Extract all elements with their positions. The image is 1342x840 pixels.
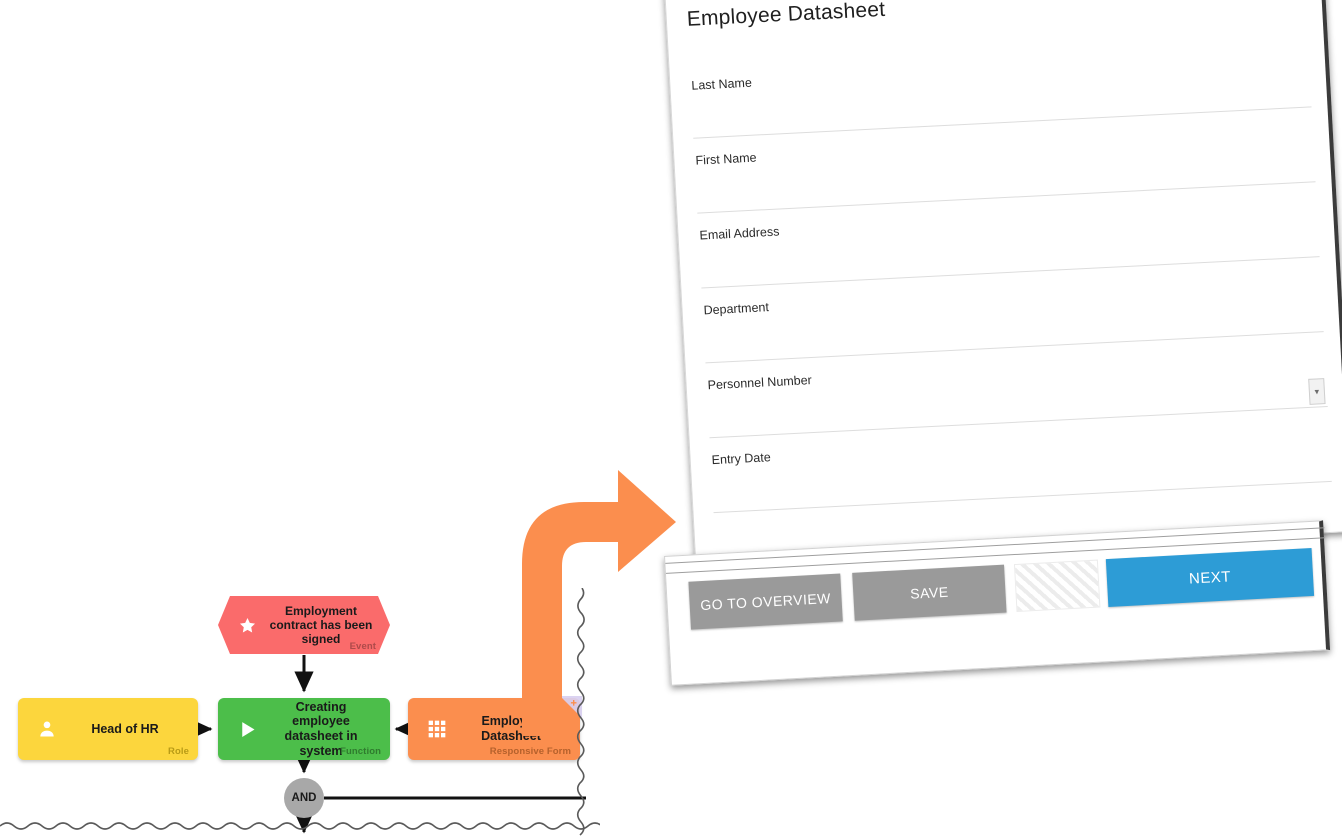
go-to-overview-label: GO TO OVERVIEW [699, 590, 832, 614]
chevron-down-icon[interactable]: ▾ [1308, 378, 1326, 405]
grid-icon [422, 714, 452, 744]
epc-node-form-type: Responsive Form [489, 746, 571, 757]
field-value[interactable] [692, 102, 693, 118]
form-title: Employee Datasheet [686, 0, 886, 31]
epc-node-role[interactable]: Head of HR Role [18, 698, 198, 760]
epc-node-role-type: Role [168, 746, 189, 757]
disabled-placeholder-button [1013, 559, 1101, 613]
next-button[interactable]: NEXT [1105, 547, 1315, 608]
orange-transition-arrow [522, 470, 676, 736]
epc-node-role-title: Head of HR [91, 721, 159, 736]
field-label: Last Name [691, 75, 753, 93]
field-value[interactable] [709, 401, 710, 417]
epc-node-event-title: Employment contract has been signed [269, 603, 373, 647]
next-label: NEXT [1188, 567, 1232, 588]
epc-diagram: Employment contract has been signed Even… [0, 560, 640, 840]
epc-connector-lines [191, 655, 586, 834]
field-value[interactable] [713, 476, 714, 492]
epc-connector-and[interactable]: AND [284, 778, 324, 818]
field-value[interactable] [700, 251, 701, 267]
responsive-form-preview: Employee Datasheet Last Name First Name … [664, 0, 1342, 585]
epc-node-event[interactable]: Employment contract has been signed Even… [218, 596, 390, 654]
field-value[interactable] [704, 326, 705, 342]
star-icon [232, 610, 262, 640]
person-icon [32, 714, 62, 744]
go-to-overview-button[interactable]: GO TO OVERVIEW [688, 573, 843, 630]
form-card: Employee Datasheet Last Name First Name … [664, 0, 1342, 566]
save-button[interactable]: SAVE [852, 564, 1007, 621]
add-tag-icon[interactable] [560, 696, 582, 718]
field-value[interactable] [696, 177, 697, 193]
torn-paper-edge-right [576, 588, 585, 836]
field-label: Email Address [699, 224, 780, 243]
play-icon [232, 714, 262, 744]
field-label: Department [703, 300, 770, 318]
epc-node-function[interactable]: Creating employee datasheet in system Fu… [218, 698, 390, 760]
field-label: Entry Date [711, 450, 772, 468]
save-label: SAVE [909, 583, 949, 602]
epc-node-event-type: Event [349, 641, 376, 652]
form-field-list: Last Name First Name Email Address Depar… [689, 32, 1332, 514]
epc-node-function-type: Function [340, 746, 381, 757]
field-label: Personnel Number [707, 373, 813, 393]
field-label: First Name [695, 150, 757, 168]
epc-node-function-title: Creating employee datasheet in system [284, 699, 358, 758]
epc-connector-and-label: AND [291, 792, 317, 804]
